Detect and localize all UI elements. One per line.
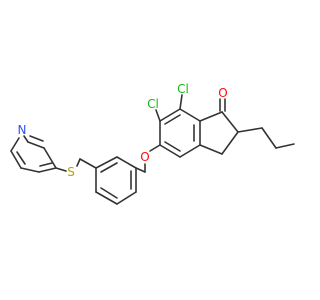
bond: [95, 191, 118, 205]
ketone-oxygen-label: O: [218, 86, 227, 100]
bond: [199, 144, 223, 155]
cyclopentanone-ring: [199, 111, 239, 155]
bond: [237, 127, 263, 133]
bond: [179, 144, 201, 158]
bond: [55, 167, 67, 172]
bond: [79, 158, 97, 169]
pyridine-ring: [10, 135, 57, 173]
pyridine-nitrogen-label: N: [18, 123, 27, 137]
bond-double-inner: [29, 135, 44, 142]
bond: [275, 143, 295, 149]
bond: [221, 131, 239, 155]
bond: [261, 127, 277, 149]
chlorine-atom-label: Cl: [147, 97, 159, 111]
bond: [159, 144, 181, 158]
ether-oxygen-label: O: [140, 150, 149, 164]
bond: [179, 108, 201, 122]
bond: [149, 144, 161, 152]
ether-linkage: [135, 144, 161, 173]
bond: [135, 167, 146, 173]
bond: [20, 167, 40, 173]
thioether-linkage: [55, 158, 97, 172]
structure-diagram: Cl Cl O O S N: [10, 82, 295, 205]
ketone-group: [219, 98, 226, 112]
bond: [27, 141, 45, 149]
bond: [43, 147, 57, 169]
chlorine-atom-label: Cl: [177, 82, 189, 96]
bond: [38, 167, 57, 173]
bond-double-inner: [100, 187, 118, 199]
bond: [159, 108, 181, 122]
central-benzene-ring: [95, 156, 137, 205]
bond-double-inner: [164, 141, 181, 152]
bond: [199, 111, 223, 122]
bond: [95, 156, 118, 169]
bond-double-inner: [164, 114, 181, 125]
bond: [76, 158, 81, 167]
bond: [116, 191, 137, 205]
bond: [155, 109, 161, 122]
bond: [116, 156, 137, 169]
bond-double-inner: [39, 162, 53, 167]
bond-double-inner: [100, 162, 118, 173]
chloro-substituents: [155, 94, 183, 122]
sulfur-atom-label: S: [67, 165, 75, 179]
bond: [221, 111, 239, 133]
propyl-chain: [237, 127, 295, 149]
bond: [179, 94, 183, 110]
bond: [23, 135, 29, 143]
indanone-benzene-ring: [159, 108, 201, 158]
bond: [10, 137, 20, 152]
molecule-canvas: Cl Cl O O S N: [10, 82, 295, 205]
bond: [10, 150, 22, 169]
bond-double-inner: [16, 151, 26, 165]
